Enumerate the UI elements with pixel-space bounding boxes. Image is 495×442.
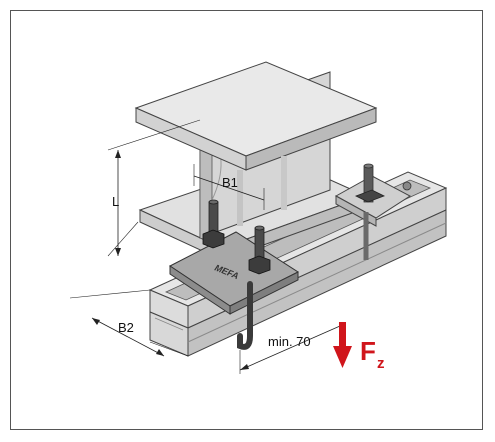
dimension-b1: B1: [193, 164, 265, 210]
dimension-label-min70: min. 70: [268, 334, 311, 349]
force-indicator: F z: [333, 322, 385, 372]
force-label-subscript: z: [377, 355, 385, 372]
force-label: F: [360, 336, 376, 366]
dimension-label-l: L: [112, 194, 119, 209]
dimension-b2: B2: [69, 289, 189, 357]
dimension-label-b2: B2: [118, 320, 134, 335]
arrow-down-icon: [333, 322, 352, 368]
dimension-min70: min. 70: [239, 325, 341, 374]
bolt-left: [202, 199, 225, 249]
bolt-right: [248, 225, 271, 275]
left-clamp: MEFA: [169, 231, 300, 350]
dimension-l: L: [107, 119, 201, 257]
right-clamp: [334, 163, 412, 260]
dimension-label-b1: B1: [222, 175, 238, 190]
